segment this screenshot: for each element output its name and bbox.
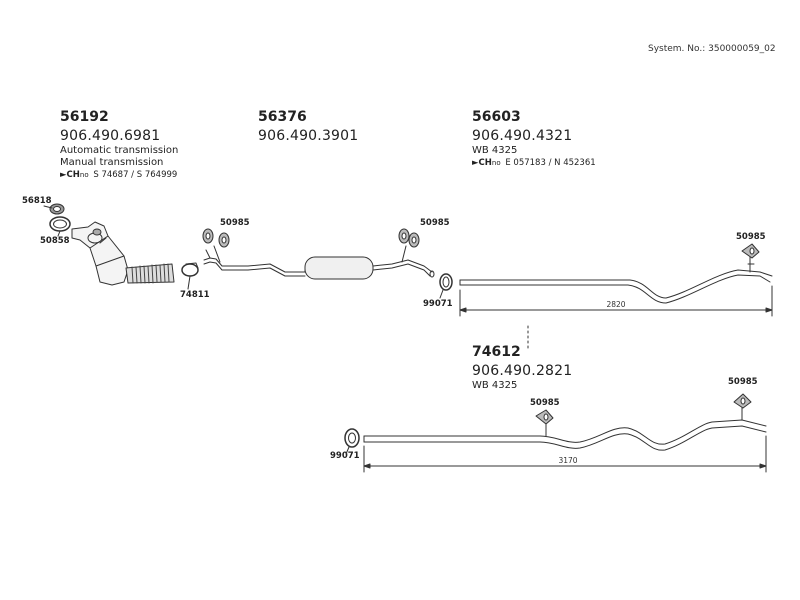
clamp-74811 [181,262,199,290]
chassis-number: ►CHno E 057183 / N 452361 [472,159,596,168]
part-info-56376: 56376 906.490.3901 [258,110,358,143]
part-note: Automatic transmission [60,145,179,156]
rubber-hanger-50985 [202,228,230,248]
chassis-range: E 057183 / N 452361 [505,158,596,168]
ch-label: CH [478,158,492,168]
label-50985: 50985 [220,218,250,228]
part-note: WB 4325 [472,380,518,391]
label-50985: 50985 [728,377,758,387]
ch-no-label: no [491,159,501,167]
middle-pipe-56376 [203,245,435,280]
rubber-hanger-50985 [535,409,554,425]
ch-no-label: no [79,171,89,179]
dimension-2820: 2820 [606,300,625,309]
label-50985: 50985 [736,232,766,242]
triangle-arrow-icon: ► [60,170,67,180]
oe-number: 906.490.2821 [472,363,573,379]
label-50985: 50985 [530,398,560,408]
label-99071: 99071 [423,299,453,309]
rubber-hanger-50985 [733,393,752,409]
triangle-arrow-icon: ► [472,158,479,168]
flex-pipe [125,263,175,284]
oe-number: 906.490.3901 [258,128,359,144]
part-note: Manual transmission [60,157,164,168]
sealing-ring-50858 [49,216,71,237]
label-99071: 99071 [330,451,360,461]
part-info-56603: 56603 906.490.4321 WB 4325 ►CHno E 05718… [472,110,596,168]
part-number: 74612 [472,344,521,360]
part-info-56192: 56192 906.490.6981 Automatic transmissio… [60,110,178,180]
rubber-hanger-50985 [398,228,420,248]
rear-pipe-56603 [459,256,773,304]
oe-number: 906.490.4321 [472,128,573,144]
rubber-hanger-50985 [741,243,760,259]
ch-label: CH [66,170,80,180]
chassis-number: ►CHno S 74687 / S 764999 [60,171,178,180]
clamp-99071 [439,273,453,299]
oe-number: 906.490.6981 [60,128,161,144]
part-number: 56376 [258,109,307,125]
catalytic-converter-56192 [71,221,129,286]
part-number: 56192 [60,109,109,125]
rear-pipe-74612 [363,405,767,451]
clamp-99071 [344,428,360,455]
label-50858: 50858 [40,236,70,246]
dimension-line-2820 [459,285,773,317]
label-56818: 56818 [22,196,52,206]
part-number: 56603 [472,109,521,125]
label-50985: 50985 [420,218,450,228]
dimension-line-3170 [363,435,767,473]
system-number: System. No.: 350000059_02 [648,44,776,54]
label-74811: 74811 [180,290,210,300]
part-info-74612: 74612 906.490.2821 WB 4325 [472,345,572,391]
clamp-56818 [43,203,65,215]
chassis-range: S 74687 / S 764999 [93,170,178,180]
dimension-3170: 3170 [558,456,577,465]
part-note: WB 4325 [472,145,518,156]
